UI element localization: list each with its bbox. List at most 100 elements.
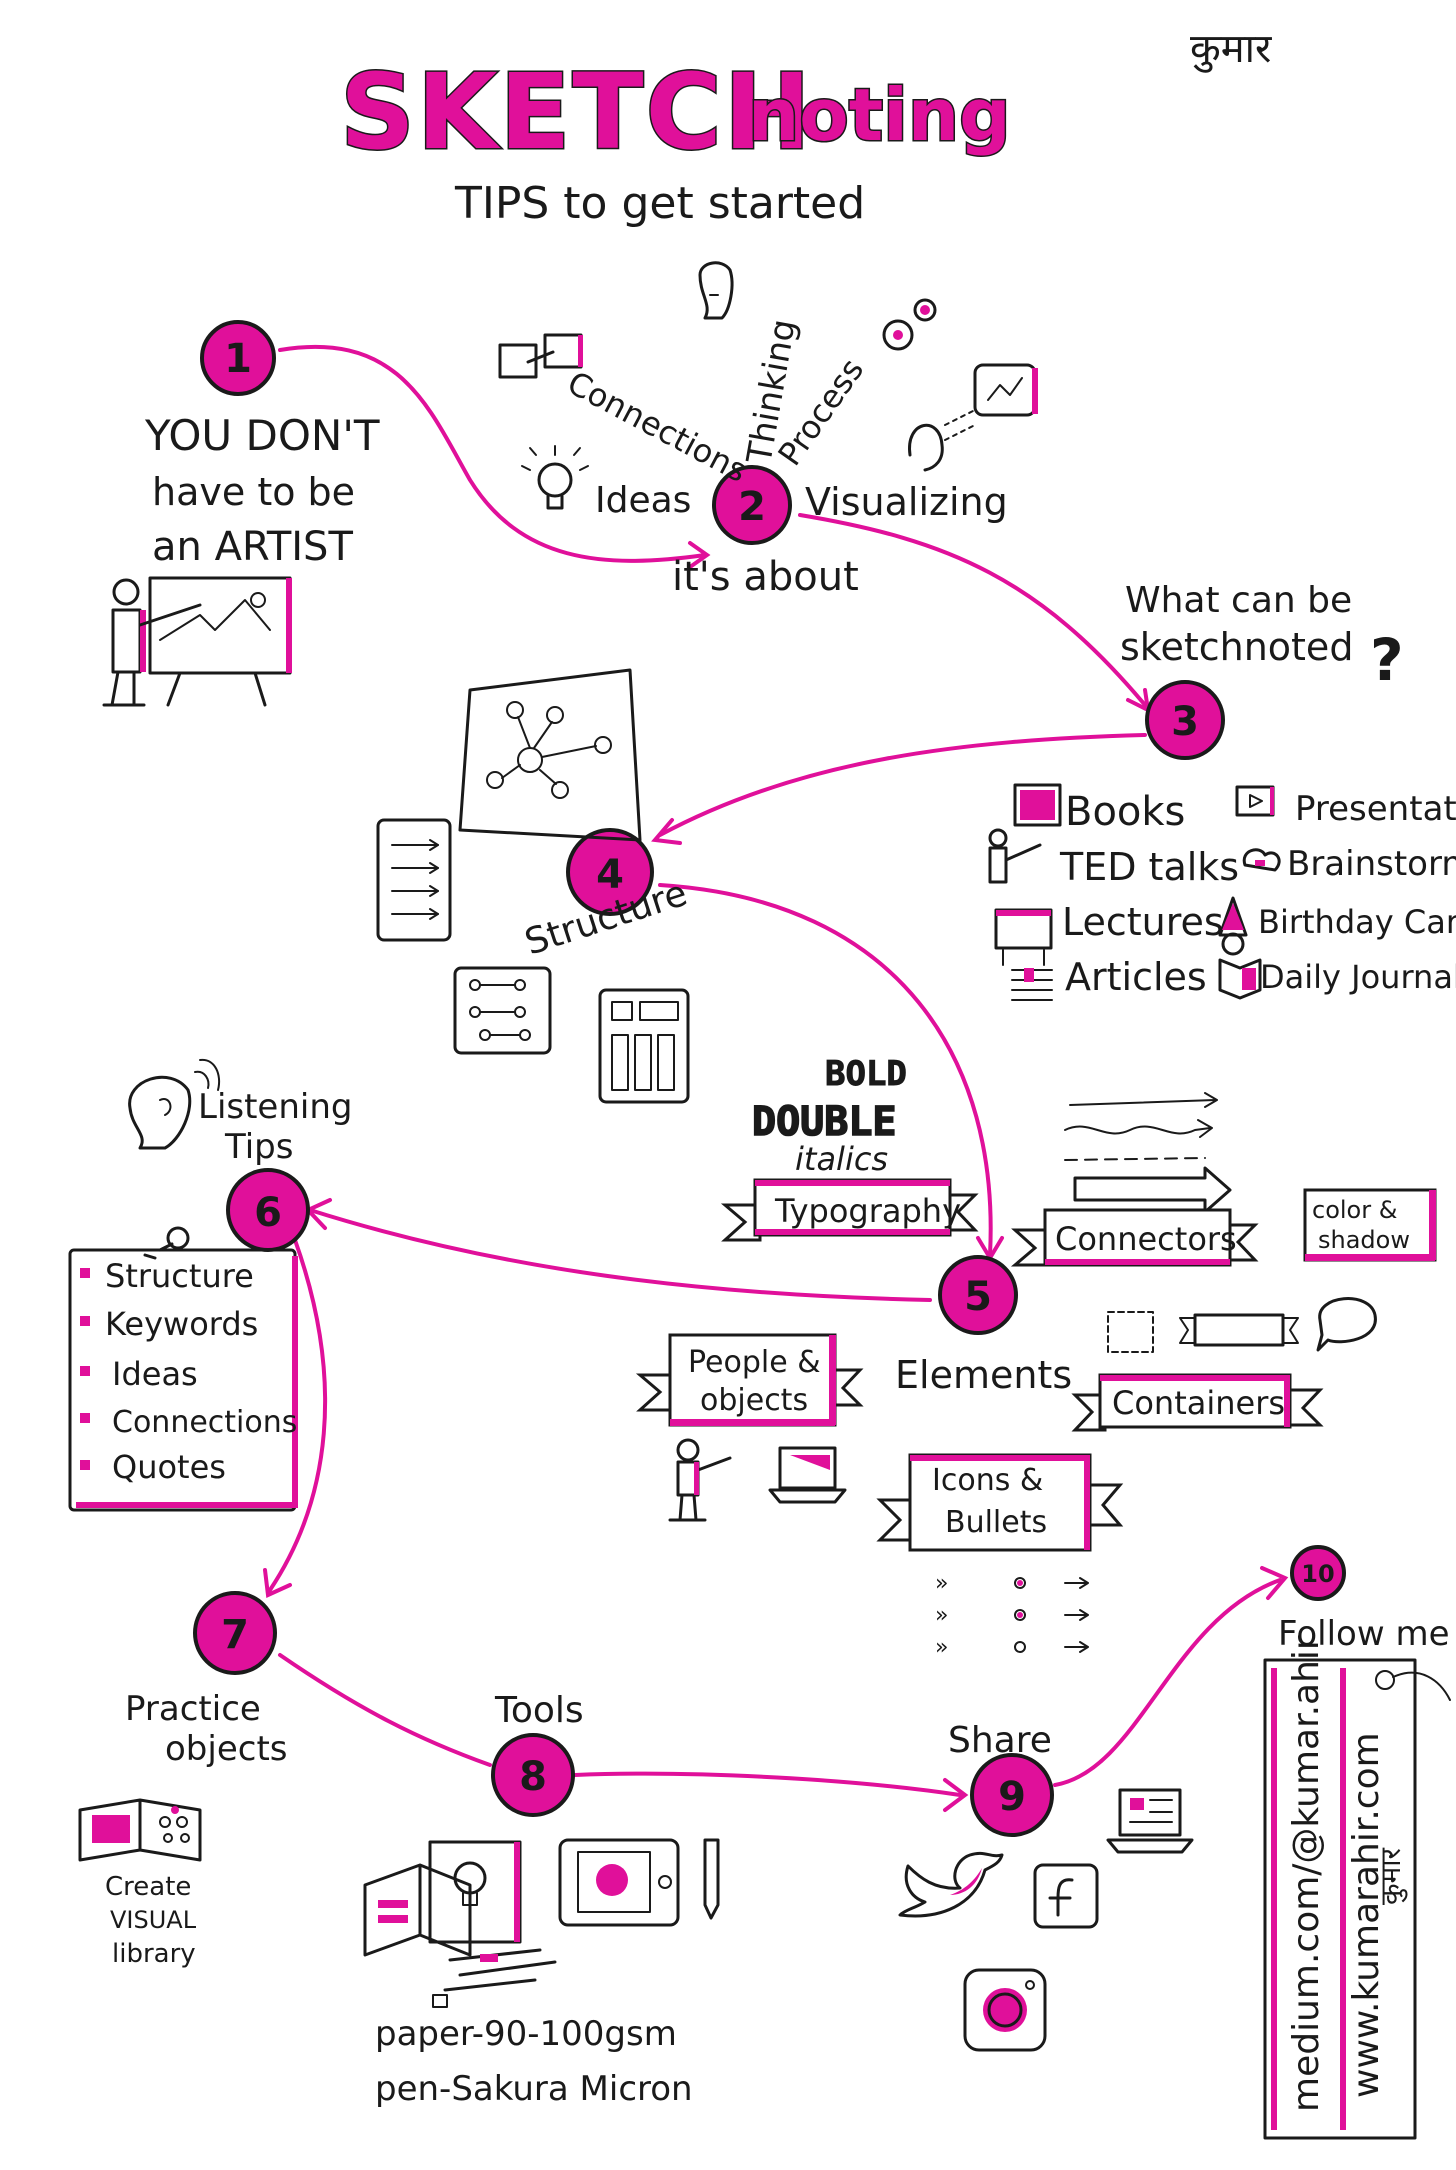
- step3-item-journal: Daily Journal: [1260, 958, 1456, 996]
- arrow-9-to-10: [1053, 1578, 1282, 1787]
- follow-tag: [1263, 1658, 1451, 2140]
- listening-list-card: [68, 1226, 298, 1512]
- step8-paper: paper-90-100gsm: [375, 2014, 677, 2054]
- svg-text:2: 2: [738, 484, 766, 530]
- node-7: 7: [193, 1591, 277, 1675]
- speaker-icon: [988, 828, 1042, 884]
- title-noting: noting: [748, 73, 1011, 157]
- step9-block: Share: [898, 1720, 1194, 2052]
- step2-visualizing: Visualizing: [805, 480, 1008, 524]
- people-objects-line1: People &: [688, 1345, 821, 1380]
- connector-samples: [1064, 1092, 1232, 1214]
- step7-block: Practice objects Create VISUAL library: [78, 1689, 288, 1969]
- step3-item-birthday: Birthday Card: [1258, 903, 1456, 941]
- arrowhead-2: [688, 541, 711, 569]
- step1-line3: an ARTIST: [152, 524, 353, 570]
- birthday-hat-icon: [1218, 896, 1248, 956]
- step5-block: Elements BOLD DOUBLE italics Typography …: [635, 1054, 1437, 1660]
- node-10: 10: [1290, 1545, 1346, 1601]
- arrowhead-7: [263, 1568, 292, 1598]
- lecture-board-icon: [994, 908, 1053, 966]
- node-1: 1: [200, 320, 276, 396]
- arrow-8-to-9: [573, 1771, 962, 1797]
- step2-connections: Connections: [561, 364, 753, 490]
- book-icon: [1013, 783, 1062, 827]
- step7-title-line1: Practice: [125, 1689, 261, 1729]
- arrowhead-10: [1260, 1566, 1289, 1600]
- twitter-bird-icon: [898, 1851, 1004, 1918]
- list-item: Quotes: [112, 1448, 226, 1486]
- color-shadow-line1: color &: [1312, 1196, 1397, 1224]
- arrow-3-to-4: [658, 733, 1147, 837]
- typo-bold: BOLD: [825, 1054, 907, 1094]
- svg-text:8: 8: [519, 1754, 547, 1800]
- people-objects-line2: objects: [700, 1383, 808, 1418]
- typo-italics: italics: [795, 1140, 888, 1178]
- arrowhead-3: [1126, 688, 1151, 714]
- svg-text:5: 5: [964, 1274, 992, 1320]
- step8-title: Tools: [494, 1690, 584, 1731]
- step6-title-line1: Listening: [198, 1087, 352, 1127]
- container-samples: [1107, 1297, 1377, 1353]
- journal-icon: [1218, 958, 1262, 1000]
- thinking-face-icon: [698, 261, 734, 320]
- step4-block: Structure: [376, 668, 692, 1104]
- bullet-samples: » » »: [935, 1571, 1089, 1660]
- step6-block: Listening Tips Structure Keywords Ideas …: [68, 1058, 352, 1512]
- sketchbook-icon: [363, 1863, 472, 1957]
- icons-bullets-line2: Bullets: [945, 1505, 1047, 1540]
- step3-item-presentations: Presentatio: [1295, 789, 1456, 829]
- arrowhead-9: [943, 1778, 969, 1812]
- people-objects-banner: People & objects: [635, 1333, 864, 1427]
- node-5: 5: [938, 1255, 1018, 1335]
- svg-text:1: 1: [224, 336, 252, 382]
- brainstorm-icon: [1242, 848, 1281, 872]
- step10-block: Follow me medium.com/@kumar.ahir www.kum…: [1263, 1614, 1451, 2140]
- step2-block: Ideas Connections Thinking Process Visua…: [498, 261, 1038, 600]
- icons-bullets-banner: Icons & Bullets: [876, 1453, 1124, 1552]
- svg-text:6: 6: [254, 1190, 282, 1236]
- node-3: 3: [1145, 680, 1225, 760]
- step7-note-line1: Create: [105, 1872, 191, 1902]
- list-document-icon: [376, 818, 452, 942]
- step7-note-line3: library: [112, 1939, 196, 1969]
- pens-icon: [432, 1948, 557, 2008]
- step10-title: Follow me: [1278, 1614, 1450, 1654]
- arrow-2-to-3: [798, 513, 1147, 707]
- visualizing-icon: [908, 363, 1038, 472]
- step6-title-line2: Tips: [224, 1127, 293, 1167]
- color-shadow-line2: shadow: [1318, 1226, 1410, 1254]
- step10-web: www.kumarahir.com: [1346, 1732, 1387, 2098]
- typo-double: DOUBLE: [752, 1099, 897, 1145]
- node-8: 8: [491, 1733, 575, 1817]
- step2-ideas: Ideas: [595, 480, 691, 521]
- step1-line2: have to be: [152, 470, 355, 514]
- list-item: Connections: [112, 1405, 297, 1440]
- step10-sign: कुमार: [1374, 1847, 1408, 1905]
- arrowhead-4: [651, 818, 682, 845]
- step3-item-books: Books: [1065, 789, 1185, 835]
- typography-label: Typography: [774, 1192, 961, 1230]
- layout-grid-icon: [598, 988, 690, 1104]
- icons-bullets-line1: Icons &: [932, 1463, 1043, 1498]
- presenter-easel-icon: [102, 576, 292, 707]
- arrow-4-to-5: [658, 883, 993, 1257]
- arrow-7-to-8: [278, 1653, 492, 1767]
- svg-text:10: 10: [1301, 1560, 1334, 1588]
- step3-block: What can be sketchnoted ? Books TED talk…: [988, 580, 1456, 1001]
- arrow-1-to-2: [278, 344, 707, 563]
- subtitle: TIPS to get started: [454, 178, 865, 229]
- step8-block: Tools paper-90-100gsm pen-Sakura Micron: [363, 1690, 720, 2109]
- connections-icon: [498, 333, 583, 379]
- svg-text:»: »: [935, 1571, 948, 1596]
- laptop-share-icon: [1106, 1788, 1194, 1854]
- step3-item-brainstorm: Brainstorm: [1287, 844, 1456, 884]
- listening-list: Structure Keywords Ideas Connections Quo…: [80, 1257, 297, 1486]
- title-block: SKETCH noting TIPS to get started: [339, 50, 1013, 230]
- step1-line1: YOU DON'T: [144, 411, 380, 460]
- gears-icon: [882, 298, 937, 351]
- containers-banner: Containers: [1071, 1373, 1324, 1432]
- step1-block: YOU DON'T have to be an ARTIST: [102, 411, 380, 707]
- step3-question-line2: sketchnoted: [1120, 625, 1353, 669]
